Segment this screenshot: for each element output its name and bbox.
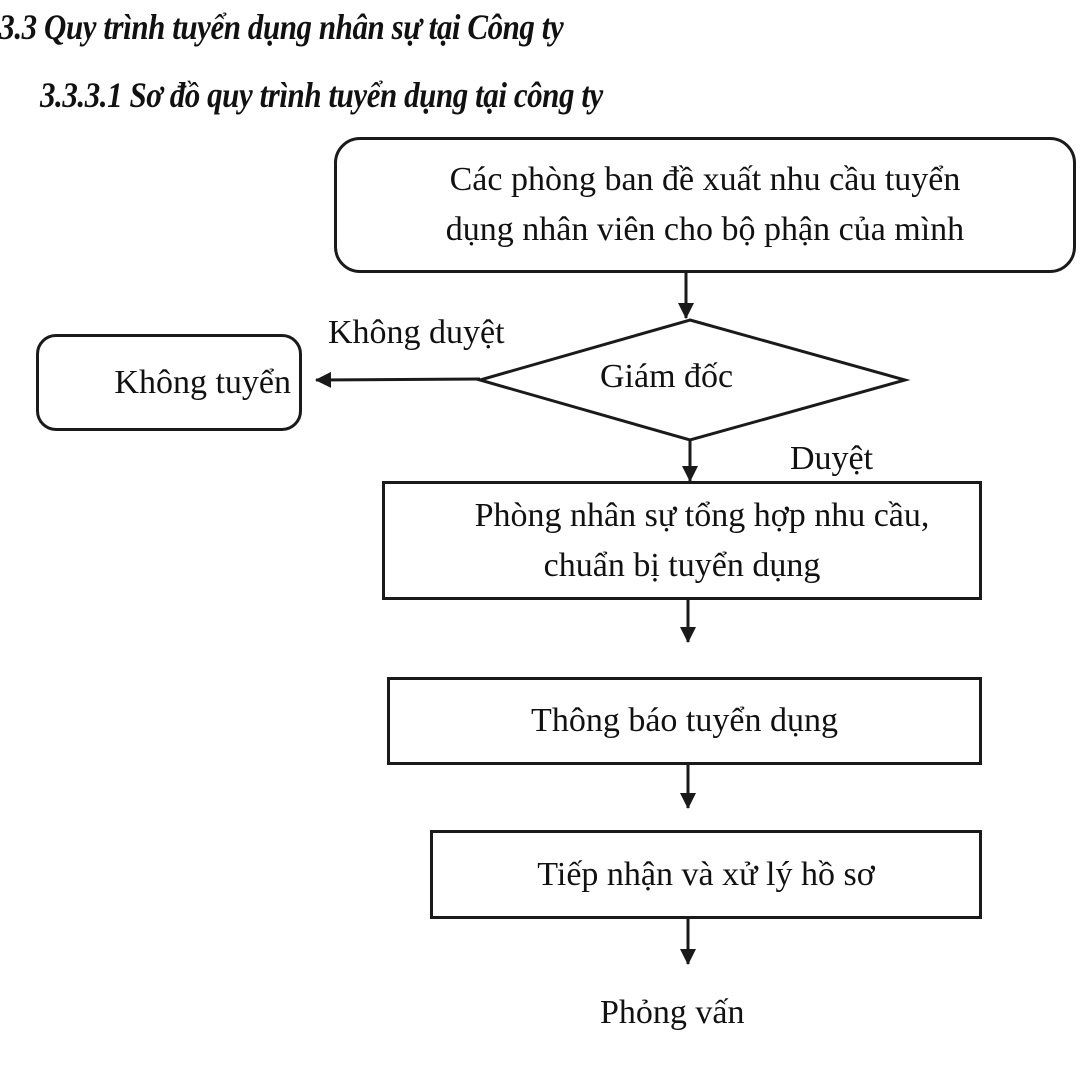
node-propose-line2: dụng nhân viên cho bộ phận của mình [445,211,965,248]
arrow-director-to-reject [315,371,481,388]
node-announce: Thông báo tuyển dụng [387,677,982,765]
section-heading: .3.3 Quy trình tuyển dụng nhân sự tại Cô… [0,7,564,47]
node-receive: Tiếp nhận và xử lý hồ sơ [430,830,982,919]
node-reject: Không tuyển [36,334,302,431]
node-announce-label: Thông báo tuyển dụng [531,702,838,739]
node-hr-line2: chuẩn bị tuyển dụng [543,546,821,584]
node-propose: Các phòng ban đề xuất nhu cầu tuyển dụng… [334,137,1076,273]
edge-label-reject: Không duyệt [328,314,505,351]
node-director-label: Giám đốc [600,358,734,395]
node-receive-label: Tiếp nhận và xử lý hồ sơ [537,855,875,893]
node-reject-label: Không tuyển [114,363,291,401]
node-hr-line1: Phòng nhân sự tổng hợp nhu cầu, [474,496,930,534]
subsection-heading: 3.3.3.1 Sơ đồ quy trình tuyển dụng tại c… [40,75,603,115]
node-interview: Phỏng vấn [600,994,745,1031]
edge-label-approve: Duyệt [790,440,874,477]
node-hr: Phòng nhân sự tổng hợp nhu cầu, chuẩn bị… [382,481,982,600]
node-propose-line1: Các phòng ban đề xuất nhu cầu tuyển [449,161,961,198]
